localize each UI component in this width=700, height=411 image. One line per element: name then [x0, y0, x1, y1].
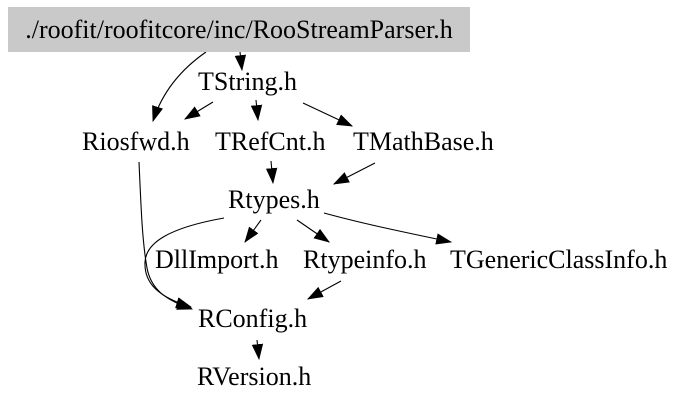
node-rconfig-h[interactable]: RConfig.h — [198, 304, 308, 333]
node-roostreamparser-h: ./roofit/roofitcore/inc/RooStreamParser.… — [8, 7, 470, 52]
edge-tmathbase-to-rtypes — [332, 162, 376, 185]
edge-tstring-to-tmathbase — [302, 102, 354, 127]
edge-riosfwd-to-rconfig — [138, 161, 194, 310]
edge-roostreamparser-to-tstring — [234, 51, 247, 72]
edge-rtypes-to-tgenericclassinfo — [323, 212, 453, 245]
node-tgenericclassinfo-h[interactable]: TGenericClassInfo.h — [450, 245, 668, 274]
edge-rconfig-to-rversion — [251, 339, 264, 361]
edge-tstring-to-riosfwd — [184, 101, 214, 120]
edge-roostreamparser-to-riosfwd — [152, 51, 207, 123]
node-rtypeinfo-h[interactable]: Rtypeinfo.h — [303, 245, 427, 274]
edge-rtypes-to-dllimport — [244, 219, 262, 243]
node-tmathbase-h[interactable]: TMathBase.h — [353, 127, 494, 156]
node-tstring-h[interactable]: TString.h — [198, 67, 297, 96]
node-dllimport-h[interactable]: DllImport.h — [155, 245, 279, 274]
node-riosfwd-h[interactable]: Riosfwd.h — [82, 127, 190, 156]
node-trefcnt-h[interactable]: TRefCnt.h — [215, 127, 326, 156]
edge-tstring-to-trefcnt — [250, 99, 263, 122]
node-rtypes-h[interactable]: Rtypes.h — [228, 185, 320, 214]
edge-rtypes-to-rtypeinfo — [296, 219, 330, 243]
node-rversion-h[interactable]: RVersion.h — [197, 362, 312, 391]
edge-trefcnt-to-rtypes — [265, 160, 278, 185]
edge-rtypeinfo-to-rconfig — [306, 280, 342, 300]
